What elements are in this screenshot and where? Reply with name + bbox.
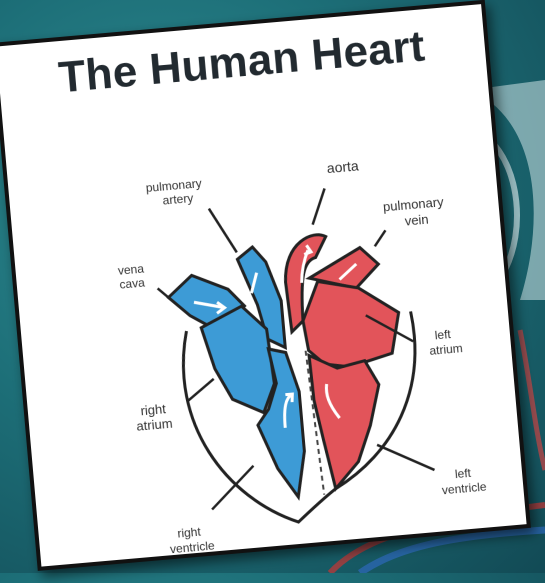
svg-text:ventricle: ventricle <box>441 479 487 497</box>
label-left-ventricle: left ventricle <box>440 465 487 498</box>
svg-text:atrium: atrium <box>136 416 173 434</box>
svg-text:cava: cava <box>119 276 146 292</box>
heart-diagram-card: The Human Heart <box>0 0 531 571</box>
svg-text:right: right <box>177 525 202 541</box>
label-right-ventricle: right ventricle <box>168 523 215 556</box>
svg-text:aorta: aorta <box>326 157 359 176</box>
label-pulmonary-vein: pulmonary vein <box>382 194 446 230</box>
heart-diagram: pulmonary artery aorta pulmonary vein ve… <box>0 3 531 570</box>
label-vena-cava: vena cava <box>117 262 146 292</box>
label-left-atrium: left atrium <box>428 326 464 358</box>
left-atrium-shape <box>300 275 403 371</box>
svg-text:atrium: atrium <box>429 341 463 358</box>
svg-text:artery: artery <box>162 191 194 208</box>
label-right-atrium: right atrium <box>135 401 174 434</box>
label-pulmonary-artery: pulmonary artery <box>145 176 203 209</box>
svg-text:pulmonary: pulmonary <box>382 194 444 214</box>
svg-text:ventricle: ventricle <box>169 538 215 556</box>
svg-text:left: left <box>434 327 452 342</box>
label-aorta: aorta <box>326 157 359 176</box>
svg-text:vein: vein <box>404 212 429 229</box>
svg-text:left: left <box>454 466 472 481</box>
